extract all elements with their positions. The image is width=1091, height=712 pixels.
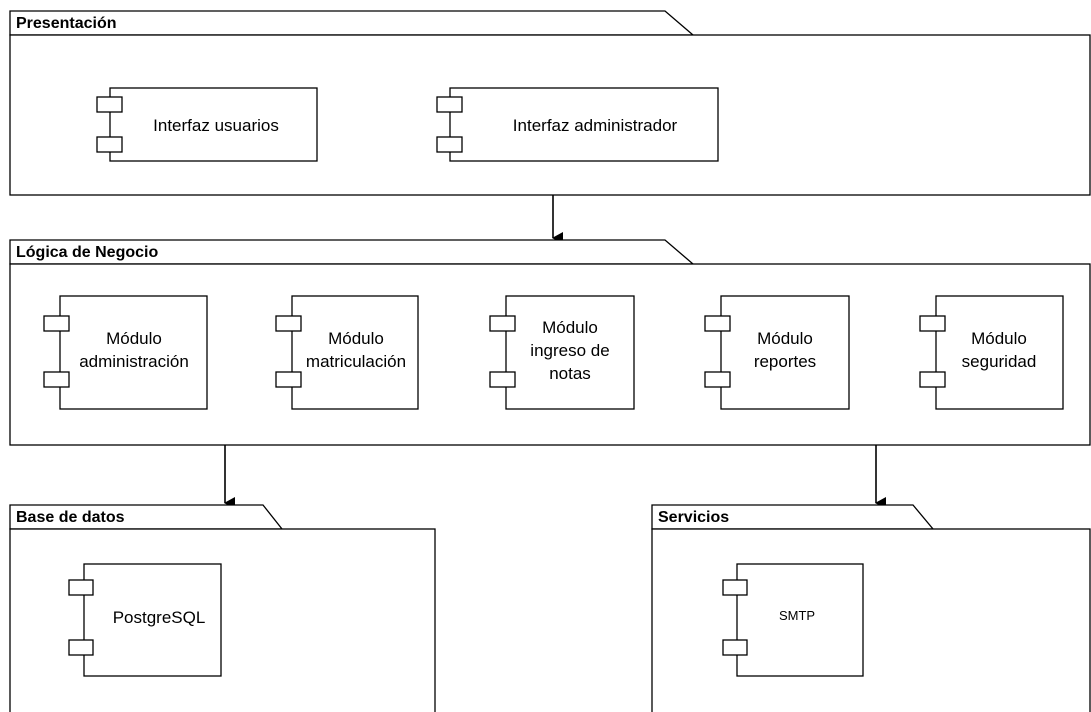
package-base-datos: Base de datos PostgreSQL — [9, 504, 436, 712]
package-base-datos-title: Base de datos — [16, 509, 125, 526]
component-port-icon — [96, 136, 123, 153]
component-port-icon — [704, 371, 731, 388]
component-modulo-reportes[interactable]: Módulo reportes — [704, 295, 850, 410]
component-port-icon — [704, 315, 731, 332]
package-logica-negocio: Lógica de Negocio Módulo administración … — [9, 239, 1091, 446]
package-presentacion-title: Presentación — [16, 15, 116, 32]
component-label: matriculación — [306, 352, 406, 371]
component-label: Módulo — [328, 329, 384, 348]
component-label: Módulo — [542, 318, 598, 337]
component-modulo-ingreso-notas[interactable]: Módulo ingreso de notas — [489, 295, 635, 410]
component-port-icon — [722, 639, 748, 656]
component-interfaz-administrador[interactable]: Interfaz administrador — [436, 87, 719, 162]
component-label: reportes — [754, 352, 816, 371]
package-logica-title: Lógica de Negocio — [16, 244, 158, 261]
component-port-icon — [919, 315, 946, 332]
component-postgresql[interactable]: PostgreSQL — [68, 563, 222, 677]
component-port-icon — [43, 315, 70, 332]
component-smtp[interactable]: SMTP — [722, 563, 864, 677]
package-presentacion: Presentación Interfaz usuarios Interfaz … — [9, 10, 1091, 196]
package-base-datos-body — [9, 528, 436, 712]
component-port-icon — [436, 136, 463, 153]
component-label: notas — [549, 364, 591, 383]
component-port-icon — [722, 579, 748, 596]
component-port-icon — [43, 371, 70, 388]
component-label: Interfaz administrador — [513, 116, 678, 135]
component-label: seguridad — [962, 352, 1037, 371]
component-modulo-matriculacion[interactable]: Módulo matriculación — [275, 295, 419, 410]
component-port-icon — [489, 371, 516, 388]
component-label: Interfaz usuarios — [153, 116, 279, 135]
component-label: administración — [79, 352, 189, 371]
package-servicios: Servicios SMTP — [651, 504, 1091, 712]
component-modulo-administracion[interactable]: Módulo administración — [43, 295, 208, 410]
component-port-icon — [68, 579, 94, 596]
component-interfaz-usuarios[interactable]: Interfaz usuarios — [96, 87, 318, 162]
component-port-icon — [275, 315, 302, 332]
component-port-icon — [96, 96, 123, 113]
package-servicios-title: Servicios — [658, 509, 729, 526]
component-port-icon — [436, 96, 463, 113]
component-label: SMTP — [779, 608, 815, 623]
component-port-icon — [275, 371, 302, 388]
component-port-icon — [489, 315, 516, 332]
component-label: Módulo — [757, 329, 813, 348]
component-port-icon — [68, 639, 94, 656]
component-modulo-seguridad[interactable]: Módulo seguridad — [919, 295, 1064, 410]
package-servicios-body — [651, 528, 1091, 712]
component-label: Módulo — [971, 329, 1027, 348]
component-label: ingreso de — [530, 341, 609, 360]
component-port-icon — [919, 371, 946, 388]
component-label: PostgreSQL — [113, 608, 206, 627]
component-label: Módulo — [106, 329, 162, 348]
